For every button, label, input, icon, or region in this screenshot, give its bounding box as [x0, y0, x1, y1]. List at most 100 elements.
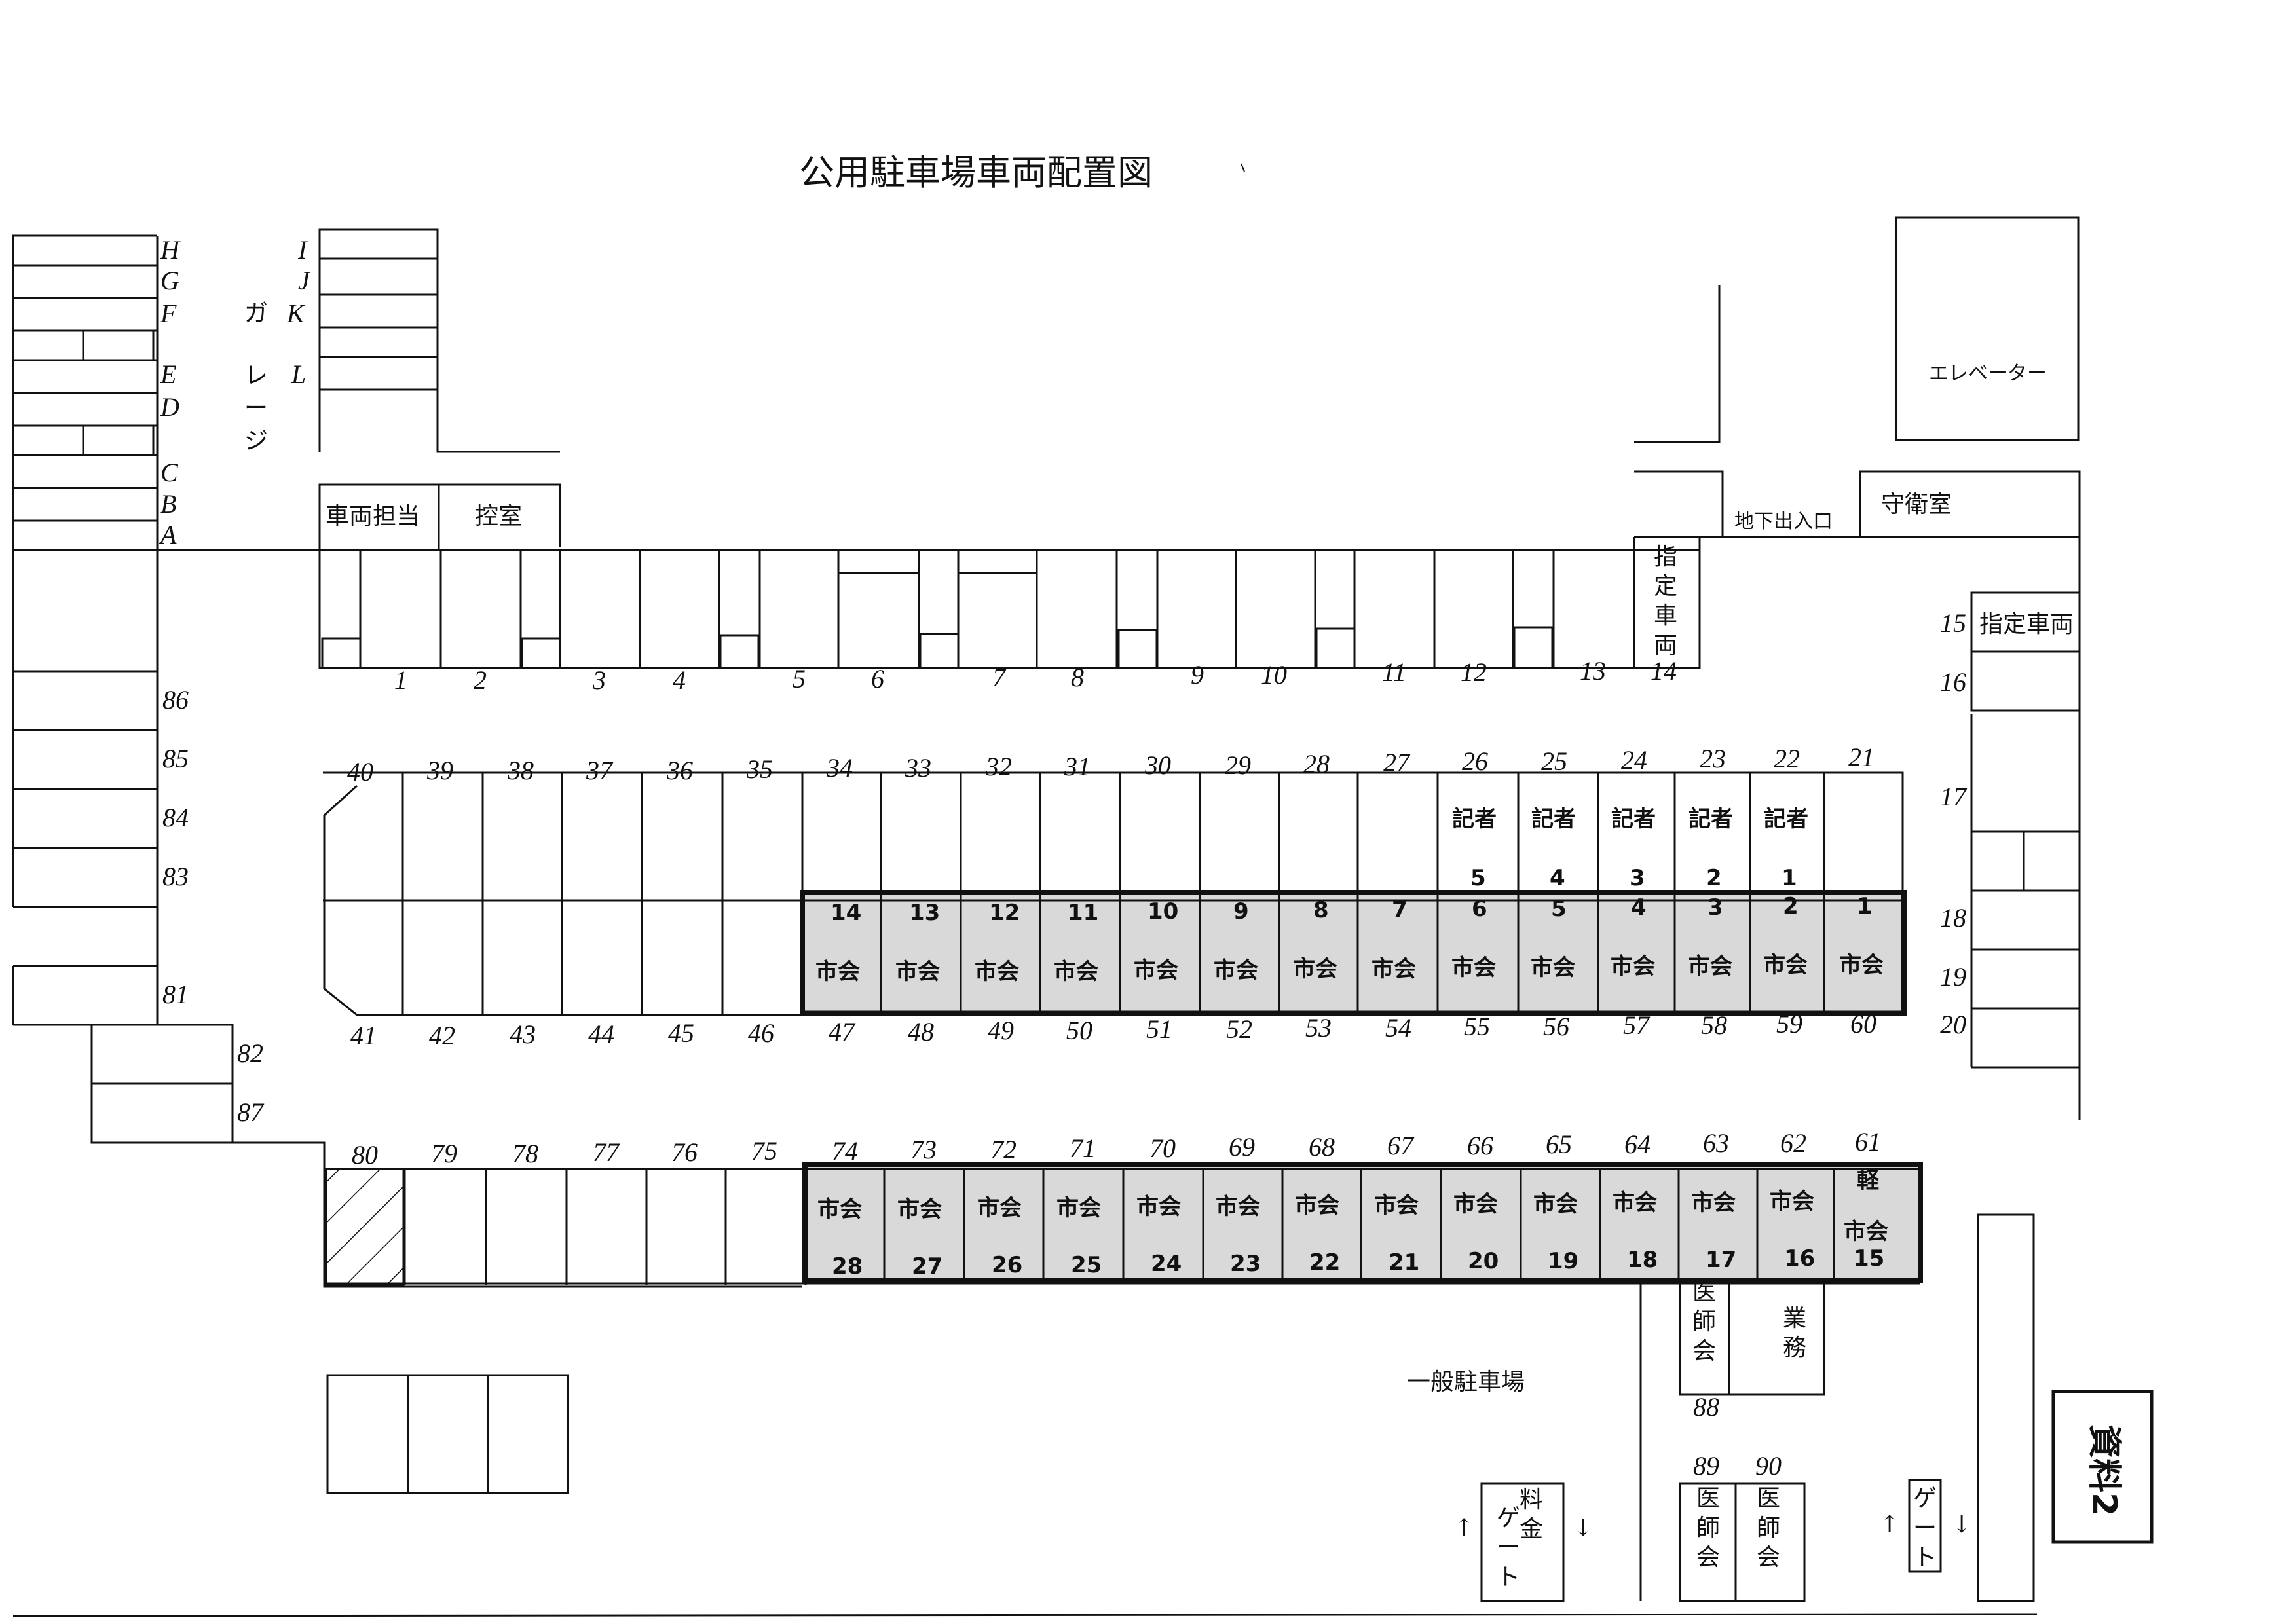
space-5: 5 [793, 664, 806, 693]
space-46: 46 [748, 1018, 774, 1048]
fee-gate: 料 金 ゲ ー ト [1497, 1486, 1543, 1591]
space-14: 14 [1651, 656, 1677, 686]
council1-label-5: 市会 [1531, 955, 1575, 981]
council1-label-6: 市会 [1451, 955, 1496, 981]
row2-top-numbers: 40 39 38 37 36 35 34 33 32 31 30 29 28 2… [347, 743, 1875, 786]
guard-room-label: 守衛室 [1881, 491, 1952, 518]
garage-label-char-1: ガ [244, 300, 268, 327]
space-10: 10 [1261, 660, 1287, 690]
arrow-down-icon: ↓ [1573, 1515, 1593, 1541]
council-block-1: 14 13 12 11 10 9 8 7 6 5 4 3 2 1 市会 市会 市… [815, 893, 1884, 985]
fee-gate-char-5: ト [1497, 1564, 1520, 1591]
council1-num-1: 1 [1857, 893, 1873, 919]
council1-num-11: 11 [1068, 900, 1098, 926]
council2-num-28: 28 [832, 1253, 863, 1280]
space-7: 7 [992, 663, 1007, 692]
left-column-spaces [12, 549, 802, 1288]
garage-letters-right: I J K L [286, 235, 311, 389]
space-25: 25 [1541, 747, 1567, 776]
garage-label-char-4: ジ [244, 428, 268, 454]
garage-letter-j: J [298, 266, 311, 295]
space-20: 20 [1940, 1010, 1966, 1039]
council1-num-9: 9 [1233, 898, 1249, 925]
gate: ゲ ー ト [1913, 1485, 1937, 1571]
space-87: 87 [237, 1098, 265, 1127]
space-51: 51 [1146, 1014, 1172, 1044]
press-label-1: 記者 [1764, 806, 1808, 832]
space-74: 74 [832, 1136, 858, 1166]
designated-vehicle-char-3: 車 [1654, 602, 1677, 629]
space-34: 34 [826, 753, 853, 783]
space-49: 49 [988, 1016, 1014, 1045]
council1-label-11: 市会 [1054, 959, 1098, 985]
council1-num-7: 7 [1392, 897, 1408, 923]
medical-assoc-1-char-3: 会 [1692, 1338, 1716, 1365]
space-13: 13 [1580, 656, 1606, 686]
garage-letter-g: G [160, 266, 179, 295]
space-40: 40 [347, 757, 373, 786]
garage-letters-left: H G F E D C B A [159, 235, 181, 549]
council1-label-9: 市会 [1214, 957, 1258, 984]
council1-label-3: 市会 [1688, 953, 1732, 980]
row2-spaces [323, 771, 1907, 1016]
press-label-4: 記者 [1531, 806, 1576, 832]
space-35: 35 [746, 754, 773, 784]
medical-assoc-3-char-1: 医 [1757, 1485, 1780, 1512]
upper-right-structures [1634, 216, 2081, 1120]
space-85: 85 [162, 744, 189, 773]
garage-letter-i: I [297, 235, 308, 265]
space-82: 82 [237, 1039, 263, 1068]
space-42: 42 [429, 1021, 455, 1050]
council1-num-6: 6 [1472, 896, 1487, 922]
council1-label-1: 市会 [1839, 952, 1884, 978]
council1-label-10: 市会 [1134, 957, 1178, 984]
council2-num-19: 19 [1548, 1248, 1578, 1274]
council2-num-24: 24 [1151, 1251, 1182, 1277]
space-39: 39 [426, 756, 453, 785]
space-6: 6 [871, 664, 884, 693]
fee-gate-char-2: 金 [1520, 1516, 1543, 1543]
council2-num-16: 16 [1784, 1246, 1815, 1272]
business-room: 業 務 [1783, 1305, 1806, 1361]
space-32: 32 [985, 752, 1012, 781]
space-30: 30 [1144, 750, 1171, 780]
council2-num-23: 23 [1230, 1251, 1261, 1277]
fee-gate-char-3: ゲ [1497, 1505, 1520, 1532]
vehicle-staff-label: 車両担当 [326, 503, 420, 530]
designated-vehicle-char-1: 指 [1654, 544, 1677, 570]
press-label-3: 記者 [1611, 806, 1656, 832]
press-number-3: 3 [1630, 865, 1645, 891]
press-number-5: 5 [1470, 865, 1486, 891]
space-80: 80 [352, 1140, 378, 1170]
council2-label-28: 市会 [817, 1196, 862, 1223]
council2-label-23: 市会 [1216, 1194, 1260, 1220]
title-stray-mark [1241, 163, 1245, 172]
medical-assoc-1-char-1: 医 [1692, 1279, 1716, 1306]
council1-num-10: 10 [1148, 898, 1178, 925]
council1-num-13: 13 [909, 900, 940, 926]
space-64: 64 [1624, 1130, 1651, 1159]
elevator-label: エレベーター [1929, 362, 2047, 385]
council1-num-2: 2 [1783, 893, 1799, 919]
council2-label-16: 市会 [1770, 1189, 1814, 1215]
space-26: 26 [1462, 747, 1488, 776]
gate-char-2: ー [1913, 1515, 1937, 1541]
space-70: 70 [1149, 1134, 1176, 1163]
space-36: 36 [666, 756, 693, 785]
council1-label-7: 市会 [1371, 956, 1416, 982]
space-11: 11 [1382, 657, 1406, 687]
space-52: 52 [1226, 1014, 1252, 1044]
space-61: 61 [1855, 1127, 1881, 1156]
council2-num-21: 21 [1389, 1249, 1419, 1276]
space-75: 75 [751, 1136, 777, 1166]
garage-letter-l: L [291, 360, 306, 389]
space-56: 56 [1543, 1012, 1569, 1041]
medical-assoc-2-char-2: 師 [1696, 1515, 1720, 1541]
press-label-2: 記者 [1689, 806, 1733, 832]
space-66: 66 [1467, 1131, 1493, 1160]
space-23: 23 [1700, 744, 1726, 773]
council1-label-8: 市会 [1293, 956, 1337, 982]
space-86: 86 [162, 685, 189, 714]
council2-label-21: 市会 [1374, 1192, 1419, 1219]
space-58: 58 [1701, 1010, 1727, 1040]
